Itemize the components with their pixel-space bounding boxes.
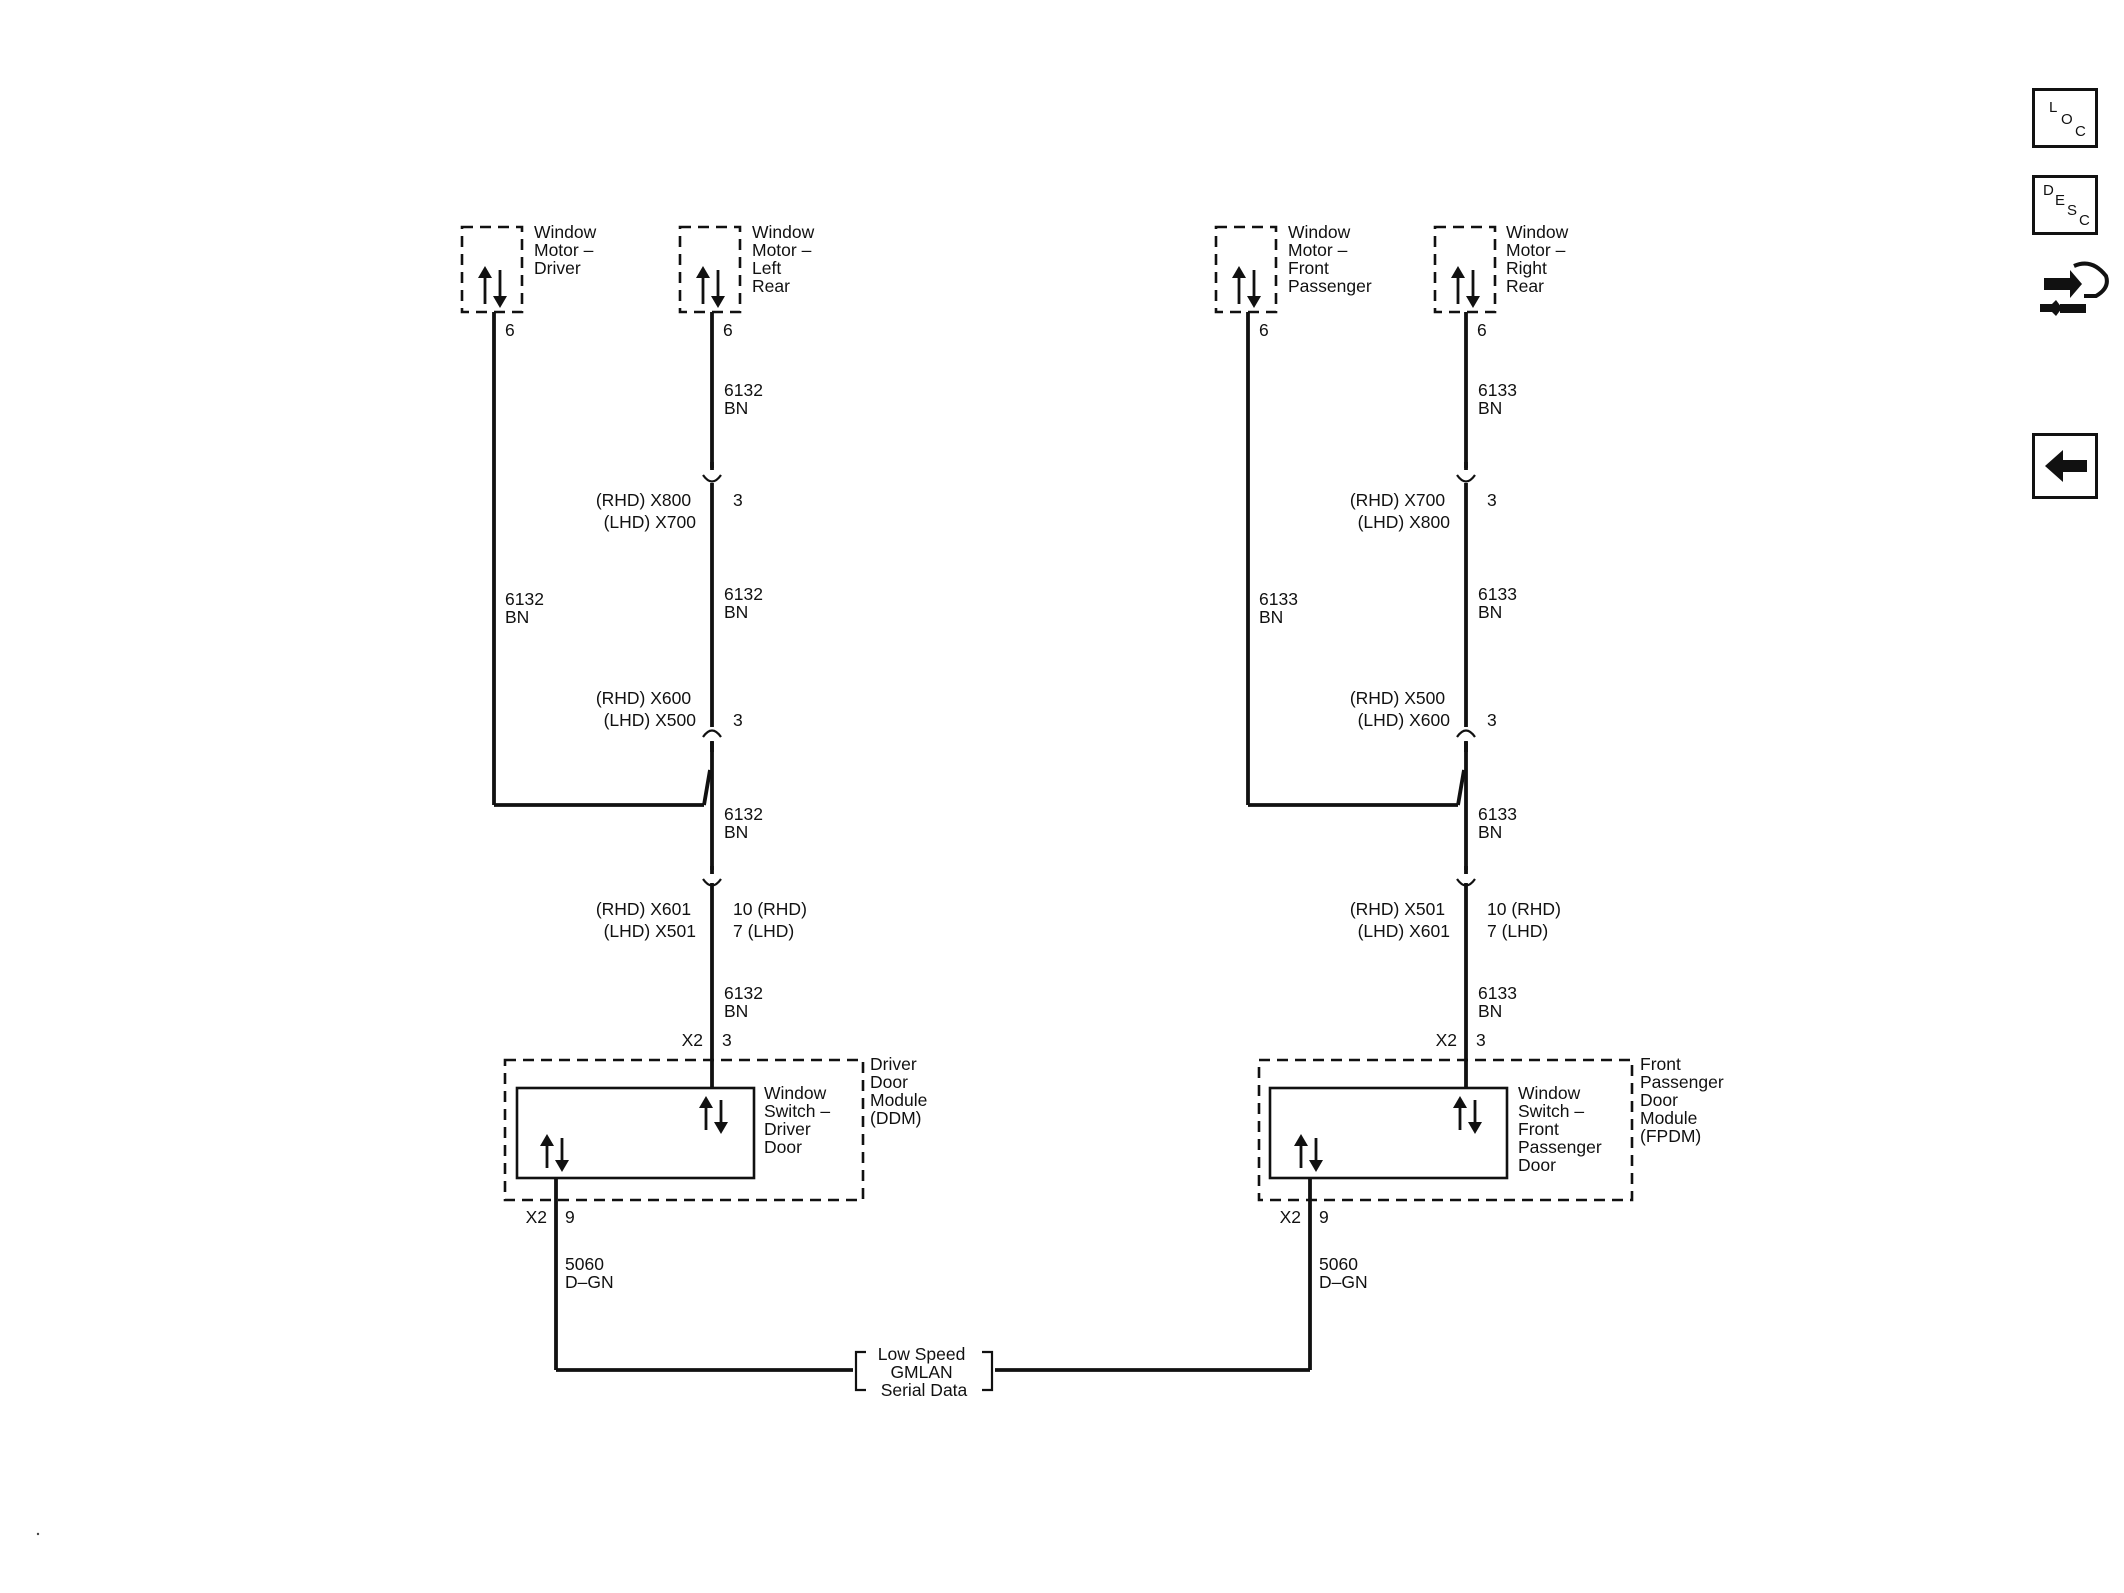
wire-label-lower: 6132 BN	[724, 804, 768, 842]
desc-button[interactable]: D E S C	[2032, 175, 2098, 235]
back-button[interactable]	[2032, 433, 2098, 499]
switch-passenger-lower-arrow-icon	[1294, 1134, 1323, 1172]
connector-x500-x600-symbol	[1456, 729, 1476, 752]
motor-left-rear-arrow-icon	[696, 266, 725, 308]
right-circuit: Window Motor – Front Passenger Window Mo…	[1214, 222, 1729, 1370]
connector-x501-x601-symbol	[1456, 866, 1476, 887]
label-window-switch-driver-door: Window Switch – Driver Door	[764, 1083, 835, 1157]
loc-letter-l: L	[2049, 99, 2058, 116]
motor-front-passenger-arrow-icon	[1232, 266, 1261, 308]
label-driver-door-module: Driver Door Module (DDM)	[870, 1054, 932, 1128]
connector-label-3: (RHD) X601 (LHD) X501	[596, 899, 696, 941]
motor-driver-arrow-icon	[478, 266, 507, 308]
connector-2-pin: 3	[733, 710, 743, 730]
connector-label-2: (RHD) X600 (LHD) X500	[596, 688, 696, 730]
gmlan-serial-data-bus: Low Speed GMLAN Serial Data	[556, 1344, 1310, 1400]
pin-driver-motor: 6	[505, 320, 515, 340]
wire-label-data: 5060 D–GN	[565, 1254, 614, 1292]
window-switch-driver-door-box	[515, 1086, 756, 1180]
module-top-pin: 3	[722, 1030, 732, 1050]
label-low-speed-gmlan: Low Speed GMLAN Serial Data	[878, 1344, 970, 1400]
bus-bracket-left	[854, 1350, 866, 1392]
label-front-passenger-door-module: Front Passenger Door Module (FPDM)	[1640, 1054, 1729, 1146]
label-window-motor-driver: Window Motor – Driver	[534, 222, 601, 278]
desc-letter-e: E	[2055, 192, 2066, 209]
motor-right-rear-arrow-icon	[1451, 266, 1480, 308]
module-top-connector: X2	[682, 1030, 703, 1050]
label-window-motor-front-passenger: Window Motor – Front Passenger	[1288, 222, 1372, 296]
loc-button[interactable]: L O C	[2032, 88, 2098, 148]
desc-letter-s: S	[2067, 202, 2078, 219]
front-passenger-door-module-box	[1257, 1058, 1634, 1202]
label-window-motor-left-rear: Window Motor – Left Rear	[752, 222, 819, 296]
module-bottom-connector: X2	[526, 1207, 547, 1227]
wire-label-upper: 6133 BN	[1478, 380, 1522, 418]
loc-letter-c: C	[2075, 123, 2086, 140]
pin-left-rear-motor: 6	[723, 320, 733, 340]
switch-driver-lower-arrow-icon	[540, 1134, 569, 1172]
desc-letter-d: D	[2043, 182, 2054, 199]
bus-bracket-right	[982, 1350, 994, 1392]
switch-passenger-upper-arrow-icon	[1453, 1096, 1482, 1134]
switch-driver-upper-arrow-icon	[699, 1096, 728, 1134]
connector-1-pin: 3	[1487, 490, 1497, 510]
window-motor-front-passenger-box	[1214, 225, 1278, 314]
pin-right-rear-motor: 6	[1477, 320, 1487, 340]
stray-dot	[36, 1532, 40, 1536]
wrench-connector-icon[interactable]	[2030, 252, 2110, 332]
window-motor-left-rear-box	[678, 225, 742, 314]
arrow-left-icon	[2045, 450, 2087, 482]
connector-x600-x500-symbol	[702, 729, 722, 752]
label-window-motor-right-rear: Window Motor – Right Rear	[1506, 222, 1573, 296]
wire-label-side: 6132 BN	[505, 589, 549, 627]
module-top-connector: X2	[1436, 1030, 1457, 1050]
connector-x700-x800-symbol	[1456, 462, 1476, 483]
pin-front-pass-motor: 6	[1259, 320, 1269, 340]
connector-1-pin: 3	[733, 490, 743, 510]
window-motor-right-rear-box	[1433, 225, 1497, 314]
wire-label-mid: 6133 BN	[1478, 584, 1522, 622]
connector-3-pin: 10 (RHD) 7 (LHD)	[1487, 899, 1566, 941]
wire-label-mid: 6132 BN	[724, 584, 768, 622]
connector-label-1: (RHD) X700 (LHD) X800	[1350, 490, 1450, 532]
module-bottom-connector: X2	[1280, 1207, 1301, 1227]
wire-label-upper: 6132 BN	[724, 380, 768, 418]
wire-label-module: 6133 BN	[1478, 983, 1522, 1021]
wire-label-data: 5060 D–GN	[1319, 1254, 1368, 1292]
label-window-switch-front-passenger-door: Window Switch – Front Passenger Door	[1518, 1083, 1607, 1175]
desc-letter-c: C	[2079, 212, 2090, 229]
connector-3-pin: 10 (RHD) 7 (LHD)	[733, 899, 812, 941]
module-bottom-pin: 9	[565, 1207, 575, 1227]
connector-label-1: (RHD) X800 (LHD) X700	[596, 490, 696, 532]
wire-label-module: 6132 BN	[724, 983, 768, 1021]
driver-door-module-box	[503, 1058, 865, 1202]
connector-x800-x700-symbol	[702, 462, 722, 483]
connector-2-pin: 3	[1487, 710, 1497, 730]
window-motor-driver-box	[460, 225, 524, 314]
module-bottom-pin: 9	[1319, 1207, 1329, 1227]
loc-letter-o: O	[2061, 111, 2073, 128]
connector-label-3: (RHD) X501 (LHD) X601	[1350, 899, 1450, 941]
wire-label-lower: 6133 BN	[1478, 804, 1522, 842]
connector-label-2: (RHD) X500 (LHD) X600	[1350, 688, 1450, 730]
window-switch-front-passenger-door-box	[1268, 1086, 1509, 1180]
wire-label-side: 6133 BN	[1259, 589, 1303, 627]
connector-x601-x501-symbol	[702, 866, 722, 887]
module-top-pin: 3	[1476, 1030, 1486, 1050]
left-circuit: Window Motor – Driver Window Motor – Lef…	[460, 222, 932, 1370]
